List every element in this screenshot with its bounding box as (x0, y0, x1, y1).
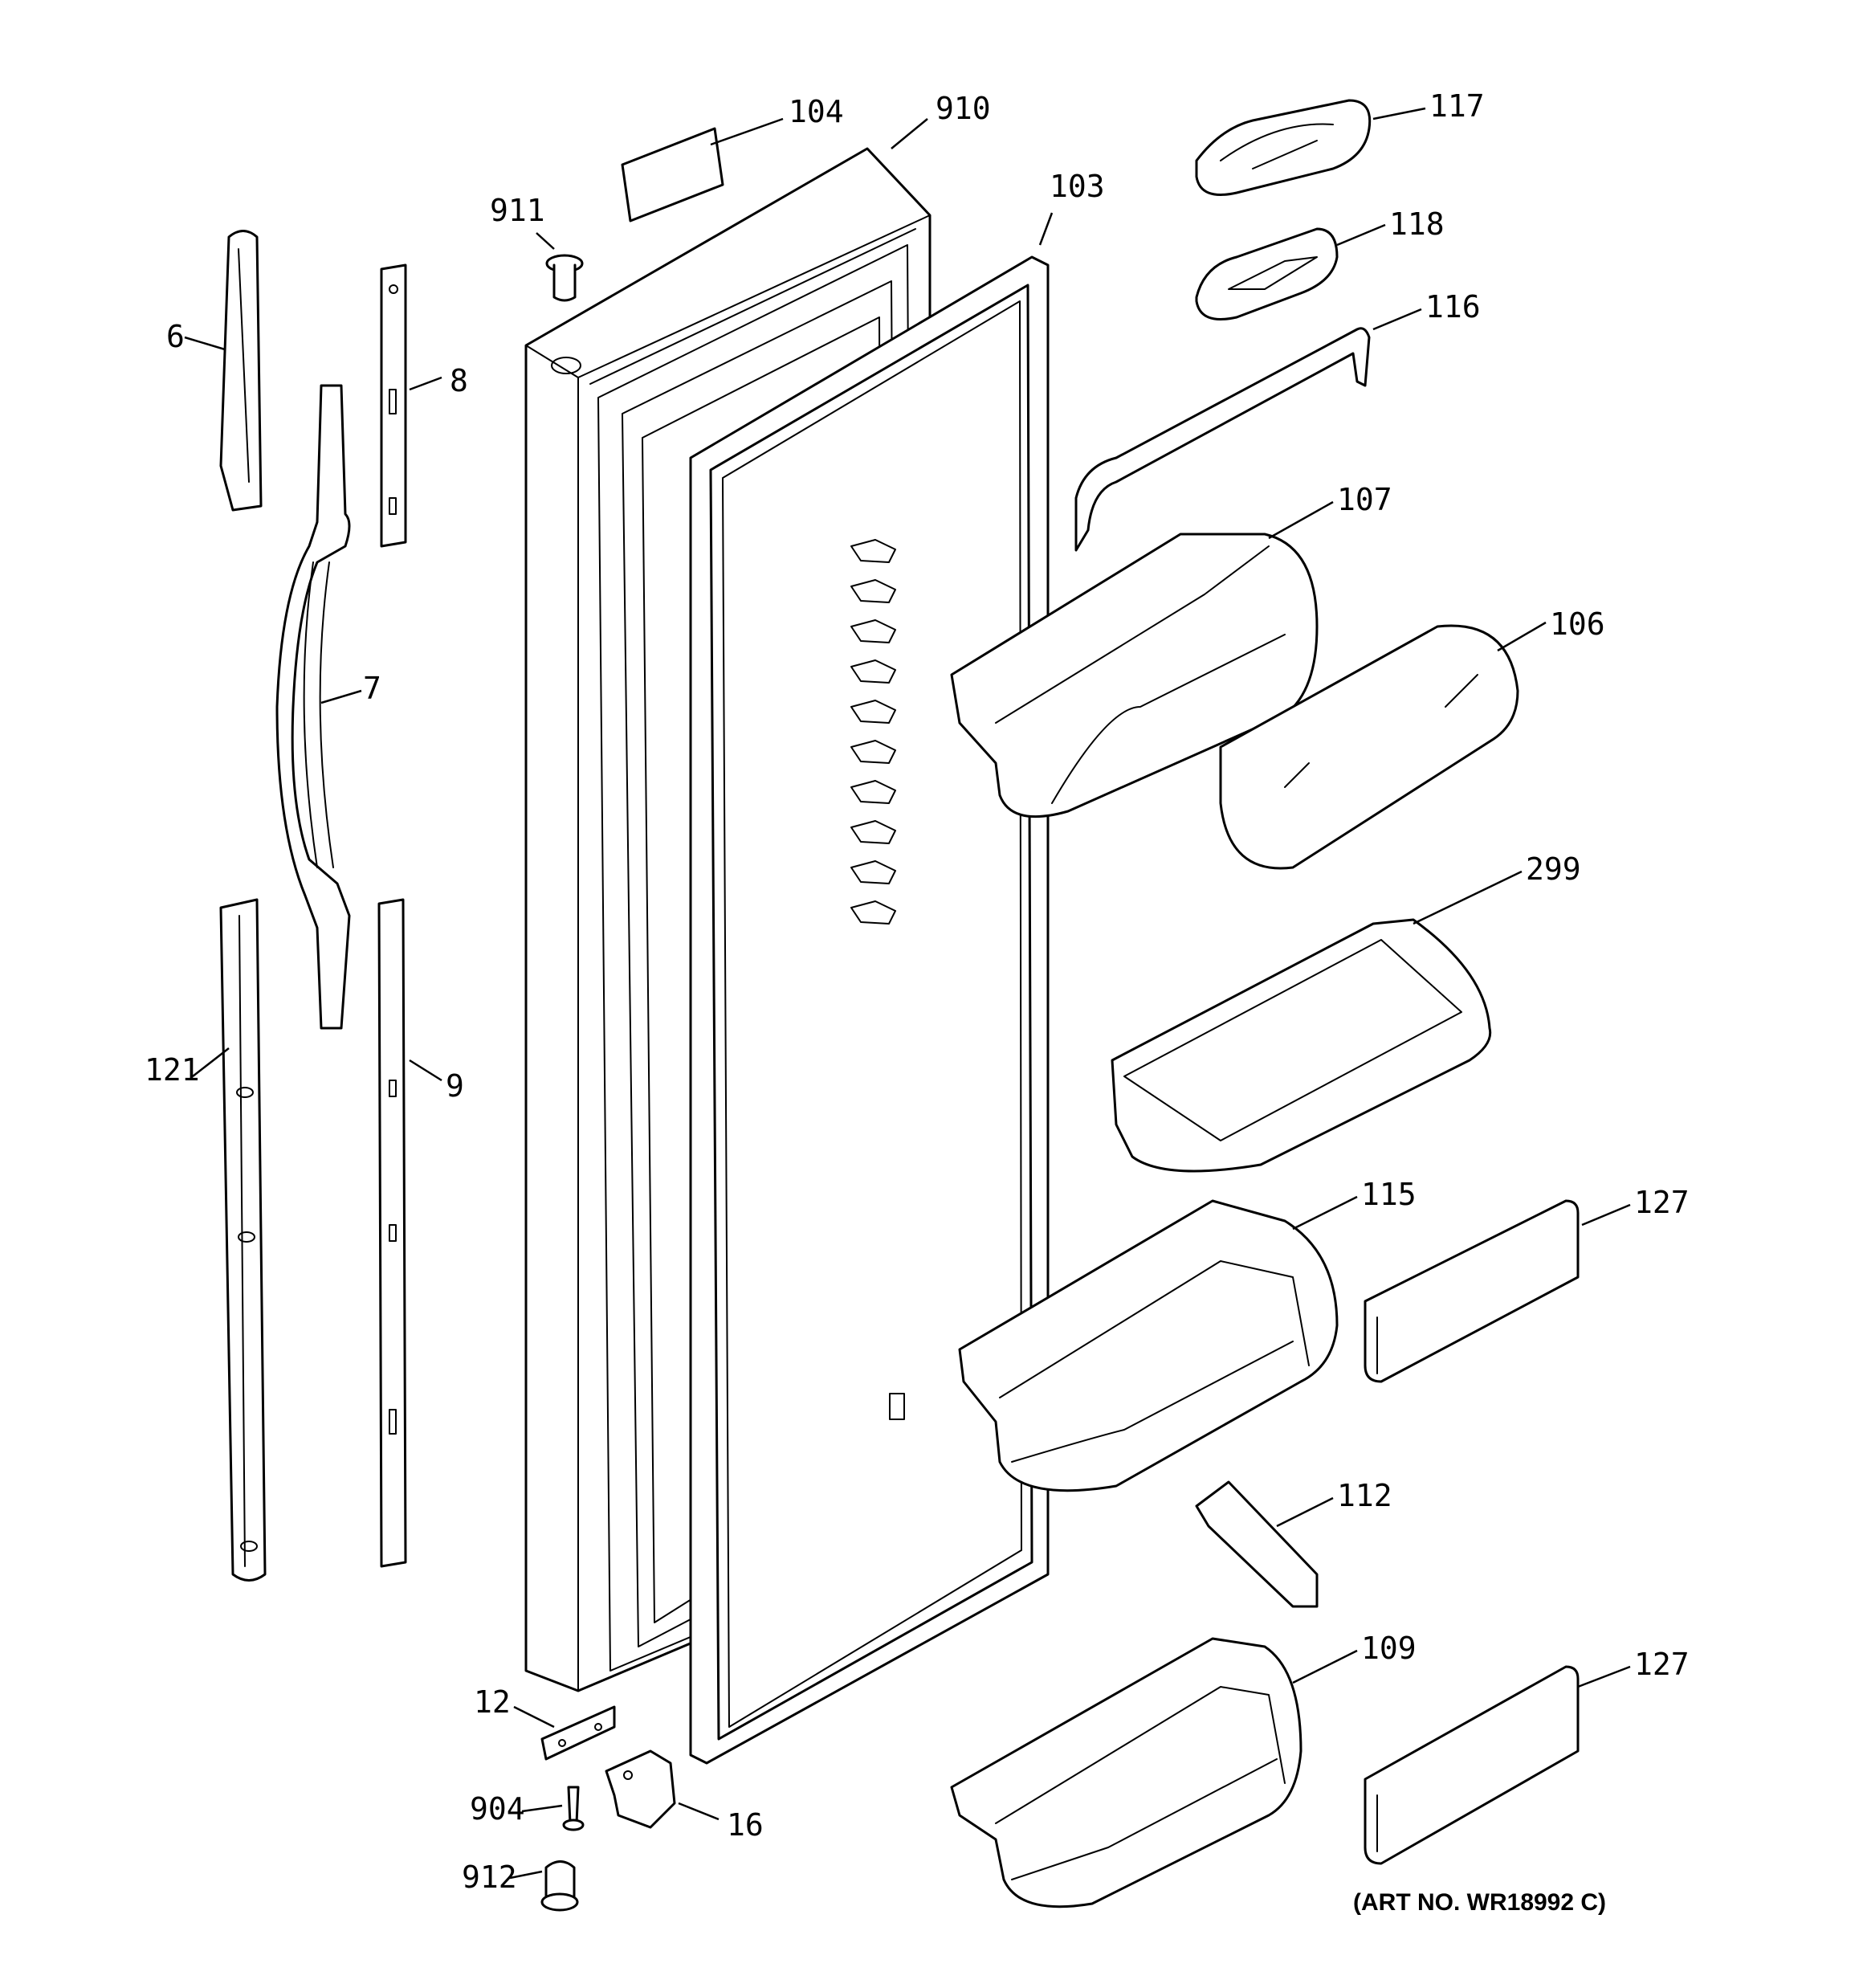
bin-front-127-lower (1364, 1665, 1580, 1865)
callout-299: 299 (1526, 851, 1581, 887)
callout-904: 904 (470, 1791, 525, 1827)
hinge-bushing-911 (545, 254, 584, 302)
callout-109: 109 (1361, 1631, 1417, 1666)
door-gasket (689, 255, 1050, 1765)
bin-front-127-upper (1364, 1199, 1580, 1383)
door-shelf-299 (1111, 918, 1492, 1173)
callout-115: 115 (1361, 1177, 1417, 1212)
door-bin-109 (950, 1637, 1302, 1908)
callout-107: 107 (1337, 482, 1392, 517)
bin-cover-106 (1219, 624, 1519, 870)
screw-904 (562, 1786, 585, 1831)
handle-end-trim-6 (219, 230, 263, 512)
door-liner-rail-supports (850, 539, 905, 1420)
mounting-strip-8 (380, 263, 407, 548)
callout-112: 112 (1337, 1478, 1392, 1513)
leader-lines (184, 107, 1631, 1880)
art-number: (ART NO. WR18992 C) (1353, 1889, 1606, 1916)
bin-clip-112 (1195, 1480, 1319, 1608)
mounting-strip-9 (377, 898, 407, 1568)
callout-910: 910 (936, 91, 991, 126)
callout-7: 7 (363, 671, 381, 706)
callout-118: 118 (1389, 206, 1445, 242)
dairy-tray-118 (1195, 227, 1339, 320)
callout-6: 6 (166, 319, 185, 354)
hinge-plate-12 (540, 1705, 616, 1761)
callout-911: 911 (490, 193, 545, 228)
hinge-pin-912 (540, 1860, 579, 1912)
callout-104: 104 (789, 94, 844, 129)
callout-127-upper: 127 (1634, 1185, 1690, 1220)
callout-121: 121 (145, 1052, 200, 1088)
door-bin-115 (958, 1199, 1339, 1492)
callout-103: 103 (1050, 169, 1105, 204)
hinge-bracket-16 (605, 1749, 676, 1829)
callout-9: 9 (446, 1068, 464, 1104)
callout-912: 912 (462, 1859, 517, 1895)
callout-127-lower: 127 (1634, 1647, 1690, 1682)
door-bin-107 (950, 533, 1319, 818)
dairy-rail-116 (1074, 327, 1371, 552)
callout-117: 117 (1429, 88, 1485, 124)
callout-labels: 104 910 911 103 6 8 7 121 9 117 118 116 … (145, 88, 1690, 1916)
callout-12: 12 (474, 1684, 511, 1720)
callout-116: 116 (1425, 289, 1481, 325)
callout-106: 106 (1550, 606, 1605, 642)
handle-trim-121 (219, 898, 267, 1582)
callout-16: 16 (727, 1807, 764, 1843)
door-handle-7 (275, 384, 351, 1030)
door-cap-104 (621, 127, 724, 222)
callout-8: 8 (450, 363, 468, 398)
dairy-cover-117 (1195, 99, 1372, 196)
